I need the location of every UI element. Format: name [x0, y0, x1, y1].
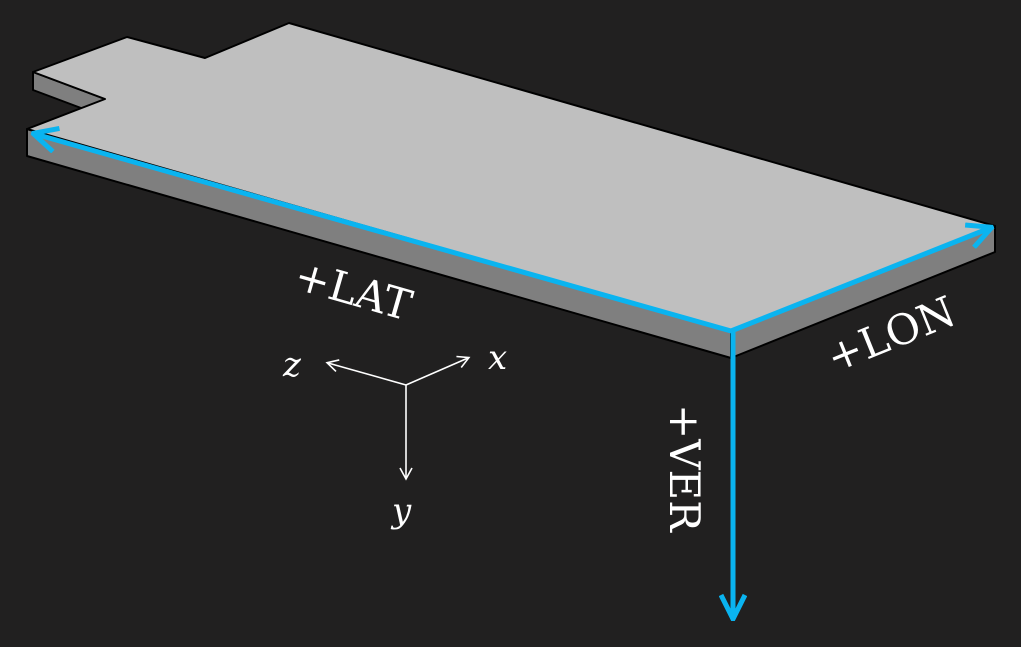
vehicle-axes: [35, 134, 990, 617]
y-axis-label: y: [390, 491, 412, 531]
lon-axis-arrow: [730, 228, 990, 334]
z-axis-arrow: [325, 359, 407, 386]
ver-axis-label: +VER: [660, 404, 709, 533]
z-axis-label: z: [282, 345, 302, 385]
lat-axis-arrow: [35, 134, 732, 334]
x-axis-arrow: [405, 355, 471, 386]
plate: [26, 22, 996, 359]
reference-frame: x z y: [282, 338, 507, 531]
x-axis-label: x: [488, 338, 507, 378]
